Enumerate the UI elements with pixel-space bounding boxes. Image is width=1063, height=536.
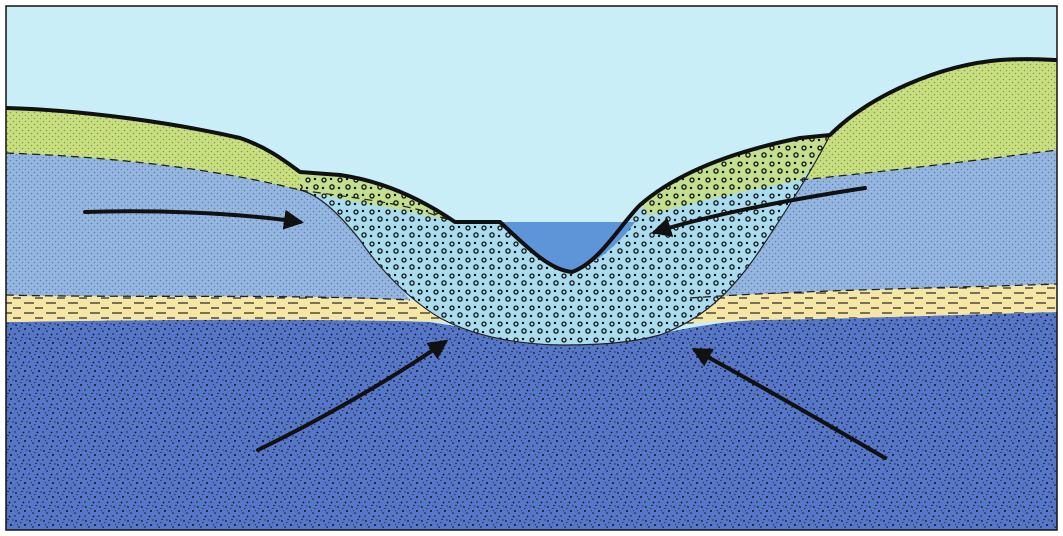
deep-aquifer-layer: [6, 312, 1057, 530]
